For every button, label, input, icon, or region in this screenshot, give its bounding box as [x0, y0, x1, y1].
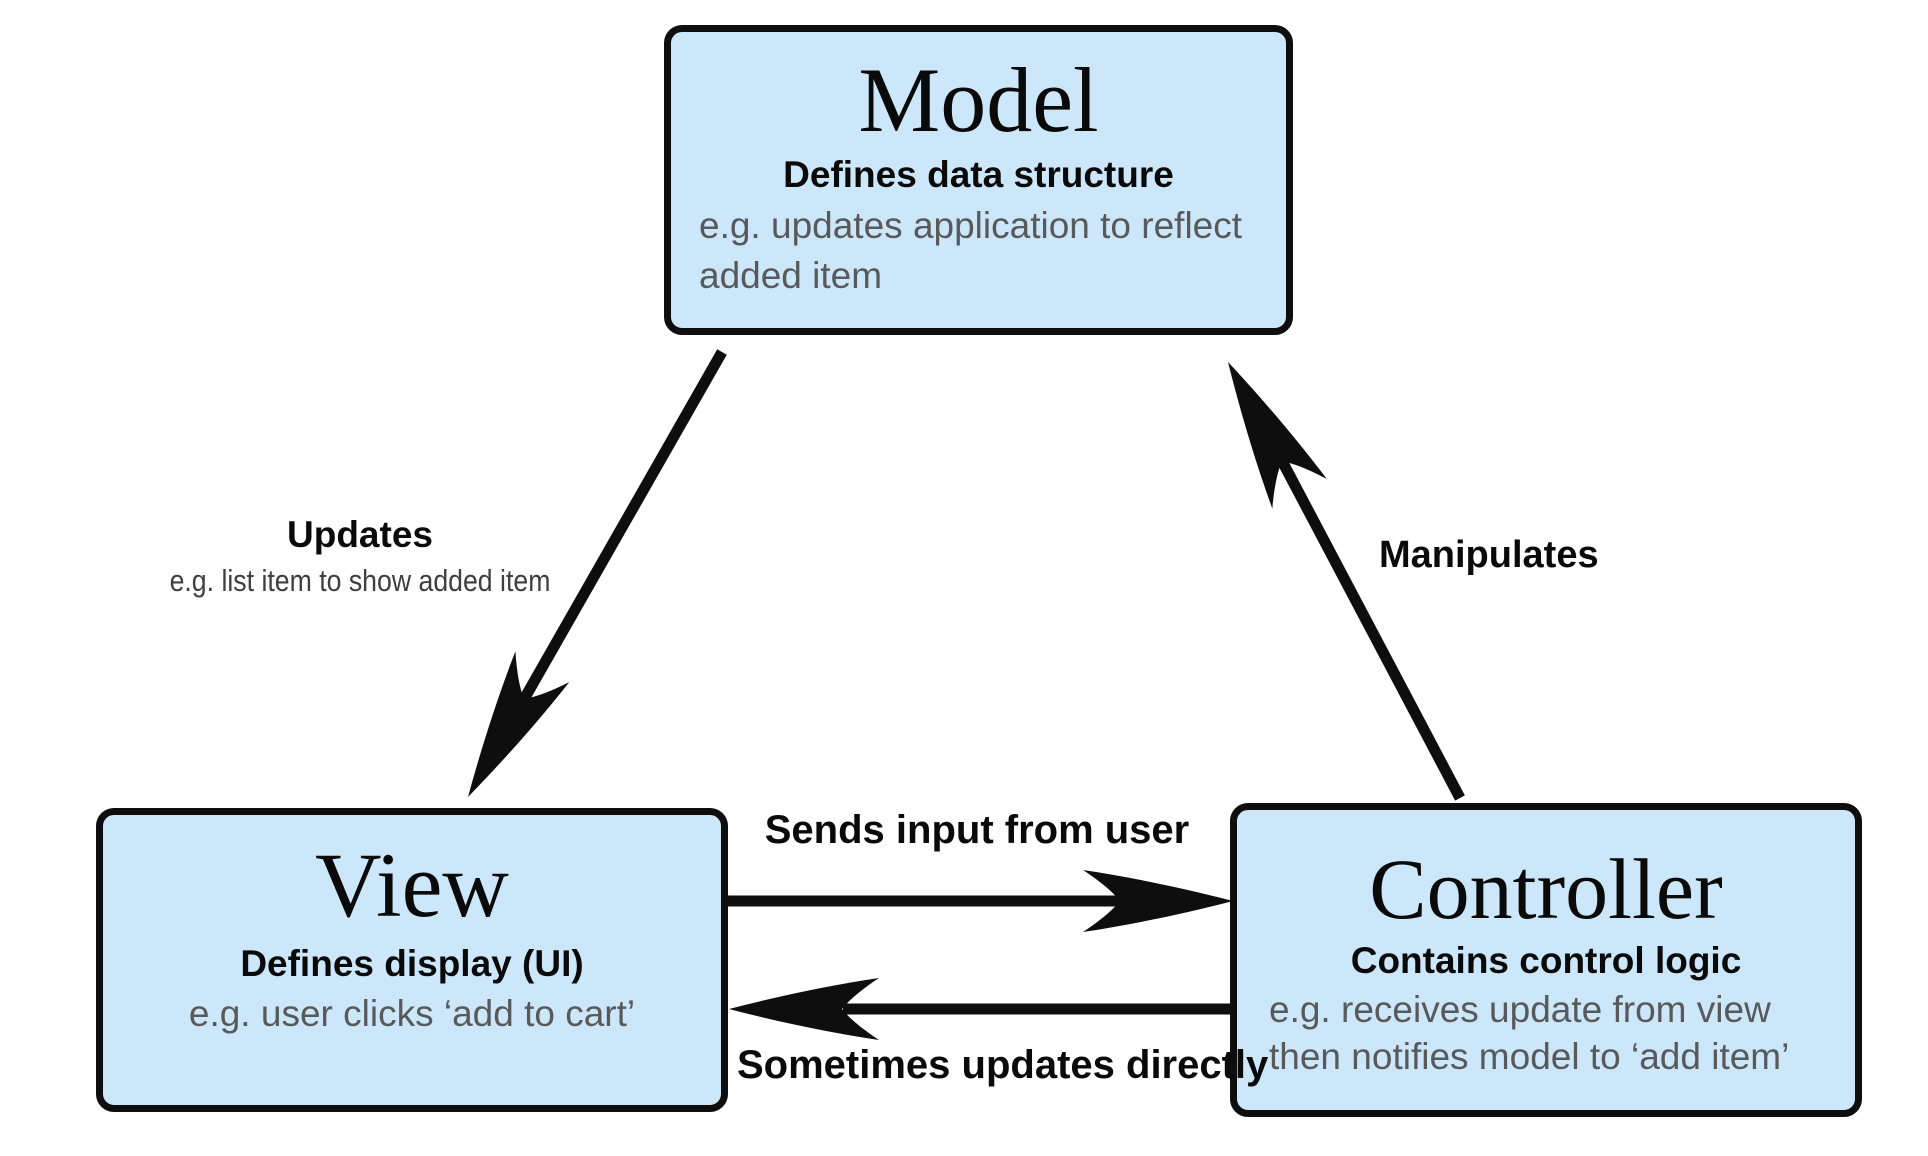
view-example: e.g. user clicks ‘add to cart’ [189, 989, 635, 1039]
controller-example: e.g. receives update from view then noti… [1237, 986, 1789, 1081]
arrow-view-to-controller-head [1083, 870, 1233, 932]
edge-label-manipulates: Manipulates [1379, 534, 1599, 576]
node-model: Model Defines data structure e.g. update… [664, 25, 1293, 335]
arrow-controller-to-model-shaft [1276, 456, 1465, 801]
arrow-view-to-controller [728, 870, 1233, 932]
arrow-model-to-view [468, 349, 727, 797]
updates-sublabel: e.g. list item to show added item [169, 563, 551, 598]
model-title: Model [858, 49, 1099, 151]
edge-label-updates: Updates e.g. list item to show added ite… [130, 514, 590, 599]
updates-label: Updates [287, 514, 433, 555]
controller-subtitle: Contains control logic [1350, 939, 1742, 981]
arrow-controller-to-model-head [1228, 362, 1327, 509]
arrow-model-to-view-head [468, 651, 570, 797]
controller-title: Controller [1369, 841, 1723, 937]
edge-label-sends-input: Sends input from user [764, 808, 1190, 852]
arrow-controller-to-view-head [729, 978, 879, 1040]
model-example-line-2: added item [699, 254, 883, 296]
view-subtitle: Defines display (UI) [240, 942, 584, 984]
arrow-controller-to-model [1228, 362, 1465, 801]
model-example: e.g. updates application to reflect adde… [671, 201, 1242, 301]
node-view: View Defines display (UI) e.g. user clic… [96, 808, 728, 1112]
model-example-line-1: e.g. updates application to reflect [699, 204, 1243, 246]
model-subtitle: Defines data structure [783, 153, 1174, 195]
arrow-controller-to-view [729, 978, 1230, 1040]
arrow-model-to-view-shaft [518, 349, 727, 704]
edge-label-updates-directly: Sometimes updates directly [737, 1043, 1269, 1087]
view-title: View [315, 834, 509, 936]
view-example-line-1: e.g. user clicks ‘add to cart’ [188, 992, 636, 1034]
controller-example-line-2: then notifies model to ‘add item’ [1269, 1036, 1790, 1078]
controller-example-line-1: e.g. receives update from view [1269, 988, 1771, 1030]
node-controller: Controller Contains control logic e.g. r… [1230, 803, 1862, 1117]
